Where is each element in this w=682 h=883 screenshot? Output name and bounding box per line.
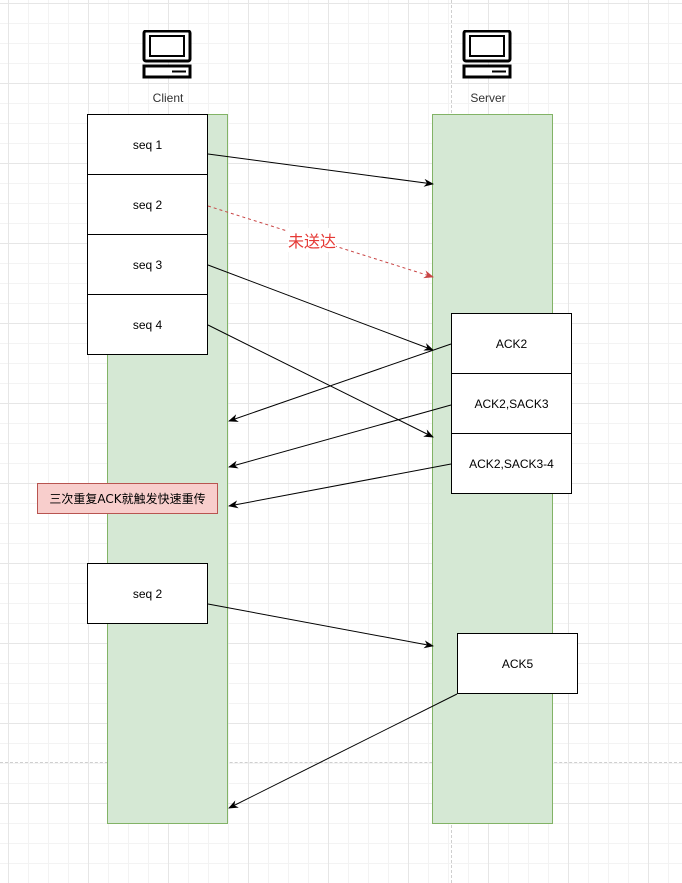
ack-box-3: ACK2,SACK3-4 xyxy=(451,433,572,494)
ack-box-2: ACK2,SACK3 xyxy=(451,373,572,434)
arrow-ack-2 xyxy=(228,404,452,469)
arrow-ack-1 xyxy=(228,343,452,422)
packet-seq-1: seq 1 xyxy=(87,114,208,175)
arrow-seq-1 xyxy=(207,153,434,187)
retransmit-seq-2: seq 2 xyxy=(87,563,208,624)
arrow-ack-final xyxy=(228,693,458,809)
server-label: Server xyxy=(470,91,506,105)
ack-box-final: ACK5 xyxy=(457,633,578,694)
lost-packet-label: 未送达 xyxy=(288,228,337,252)
packet-seq-4: seq 4 xyxy=(87,294,208,355)
fast-retransmit-note: 三次重复ACK就触发快速重传 xyxy=(37,483,218,514)
client-computer-icon xyxy=(142,30,192,79)
packet-seq-2: seq 2 xyxy=(87,174,208,235)
client-label: Client xyxy=(152,91,184,105)
server-computer-icon xyxy=(462,30,512,79)
ack-box-1: ACK2 xyxy=(451,313,572,374)
arrow-ack-3 xyxy=(228,463,452,509)
arrow-retransmit xyxy=(207,603,434,649)
arrow-seq-4 xyxy=(207,324,434,438)
guide-line-horizontal xyxy=(0,762,682,763)
arrow-seq-3 xyxy=(207,264,434,351)
